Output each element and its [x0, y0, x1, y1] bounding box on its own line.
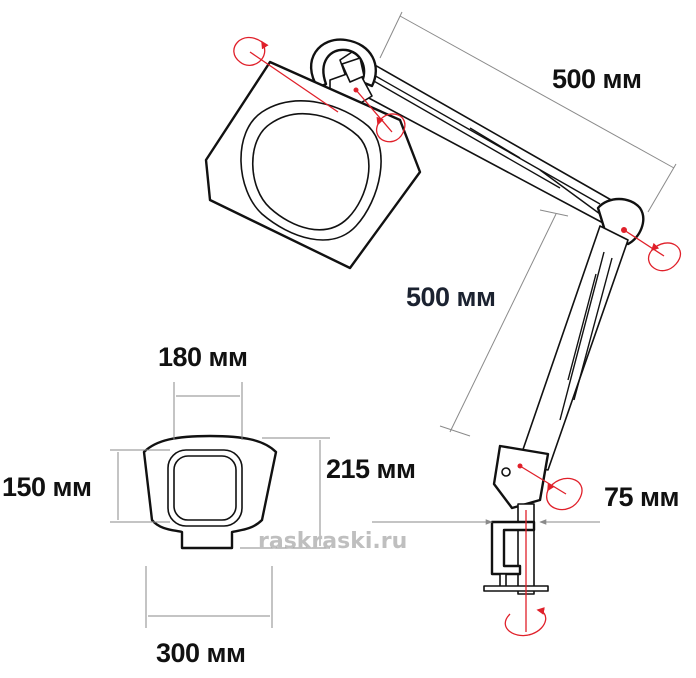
label-clamp-size: 75 мм [604, 482, 679, 512]
dim-lens-width [173, 382, 243, 440]
dim-lower-arm [439, 209, 569, 437]
label-head-width: 300 мм [156, 638, 246, 668]
label-arm-lower: 500 мм [406, 282, 496, 312]
label-head-height: 215 мм [326, 454, 416, 484]
spring-loop [309, 38, 377, 90]
dim-upper-arm [379, 11, 677, 213]
dim-head-height [240, 437, 330, 549]
label-lens-height: 150 мм [2, 472, 92, 502]
head-front-view [142, 434, 278, 550]
lower-arm [517, 225, 629, 471]
base-joint [492, 444, 550, 510]
lamp-head [204, 60, 422, 270]
watermark: raskraski.ru [258, 529, 407, 554]
label-lens-width: 180 мм [158, 342, 248, 372]
label-arm-upper: 500 мм [552, 64, 642, 94]
dim-head-width [145, 566, 273, 628]
dim-lens-height [110, 449, 170, 523]
table-clamp [483, 520, 549, 592]
rotation-markers [233, 36, 682, 637]
